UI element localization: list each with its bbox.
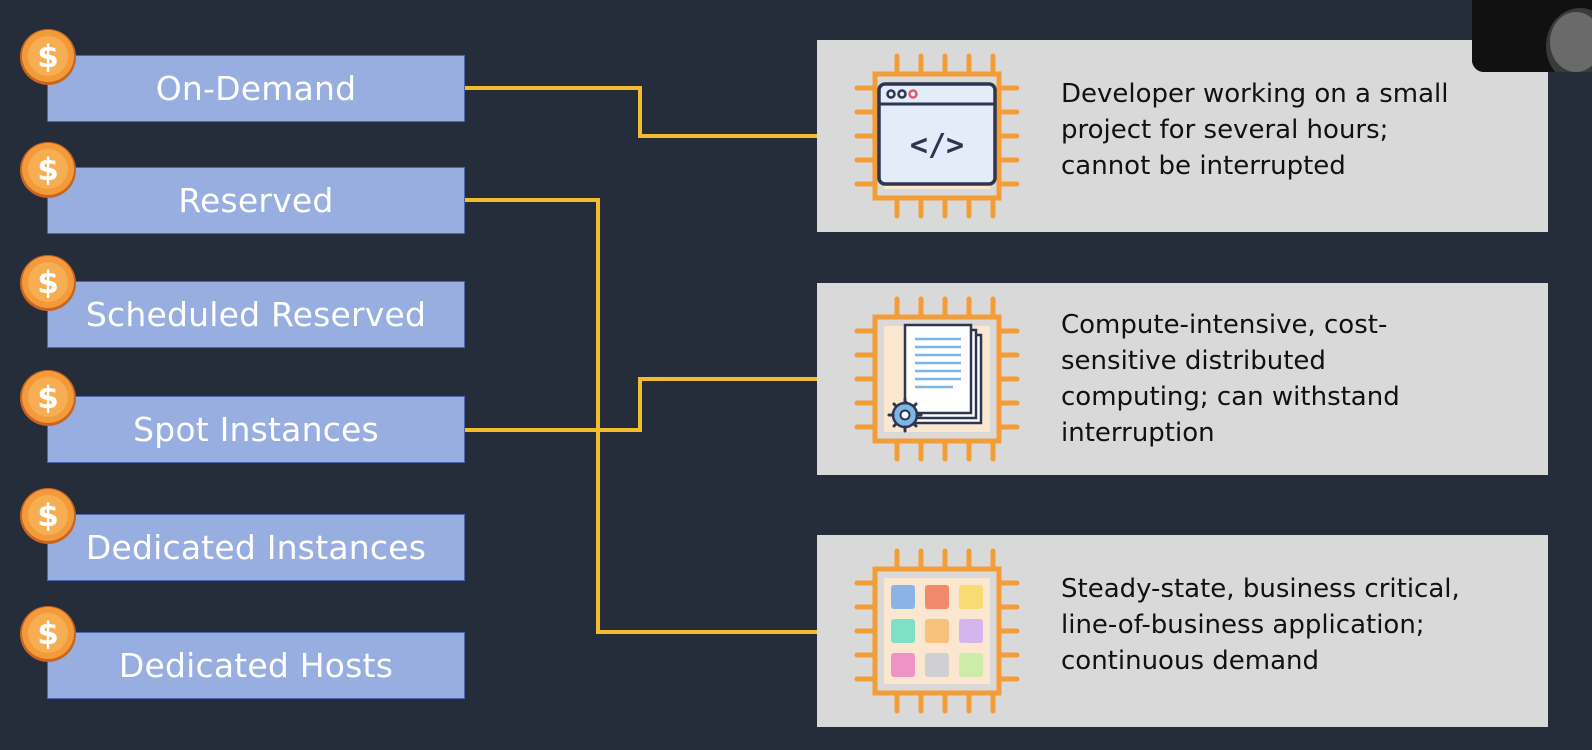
option-dedicated-hosts: Dedicated Hosts bbox=[47, 632, 465, 699]
svg-text:$: $ bbox=[37, 39, 59, 75]
use-case-steady-state: Steady-state, business critical, line-of… bbox=[817, 535, 1548, 727]
svg-text:</>: </> bbox=[910, 128, 964, 163]
description-line: Compute-intensive, cost- bbox=[1061, 310, 1388, 340]
option-on-demand: On-Demand bbox=[47, 55, 465, 122]
svg-text:$: $ bbox=[37, 265, 59, 301]
svg-text:$: $ bbox=[37, 616, 59, 652]
option-label: On-Demand bbox=[155, 69, 357, 108]
svg-text:$: $ bbox=[37, 380, 59, 416]
dollar-coin-icon: $ bbox=[20, 370, 76, 426]
option-label: Spot Instances bbox=[133, 410, 379, 449]
document-chip-icon bbox=[854, 296, 1020, 462]
use-case-description: Steady-state, business critical, line-of… bbox=[1061, 571, 1528, 679]
connector-reserved bbox=[465, 198, 817, 634]
presenter-webcam-overlay bbox=[1472, 0, 1592, 72]
presenter-silhouette-icon bbox=[1472, 0, 1592, 72]
use-case-description: Compute-intensive, cost- sensitive distr… bbox=[1061, 307, 1528, 451]
option-reserved: Reserved bbox=[47, 167, 465, 234]
description-line: sensitive distributed bbox=[1061, 346, 1326, 376]
description-line: project for several hours; bbox=[1061, 115, 1389, 145]
dollar-coin-icon: $ bbox=[20, 142, 76, 198]
dollar-coin-icon: $ bbox=[20, 606, 76, 662]
description-line: cannot be interrupted bbox=[1061, 151, 1346, 181]
svg-text:$: $ bbox=[37, 498, 59, 534]
use-case-developer: </> Developer working on a small project… bbox=[817, 40, 1548, 232]
description-line: line-of-business application; bbox=[1061, 610, 1425, 640]
option-label: Reserved bbox=[178, 181, 334, 220]
option-scheduled-reserved: Scheduled Reserved bbox=[47, 281, 465, 348]
option-label: Scheduled Reserved bbox=[85, 295, 427, 334]
option-dedicated-instances: Dedicated Instances bbox=[47, 514, 465, 581]
option-spot-instances: Spot Instances bbox=[47, 396, 465, 463]
use-case-distributed-computing: Compute-intensive, cost- sensitive distr… bbox=[817, 283, 1548, 475]
app-grid-chip-icon bbox=[854, 548, 1020, 714]
option-label: Dedicated Instances bbox=[85, 528, 427, 567]
connector-on-demand bbox=[465, 86, 817, 138]
description-line: computing; can withstand bbox=[1061, 382, 1400, 412]
use-case-description: Developer working on a small project for… bbox=[1061, 76, 1528, 184]
dollar-coin-icon: $ bbox=[20, 255, 76, 311]
description-line: continuous demand bbox=[1061, 646, 1319, 676]
option-label: Dedicated Hosts bbox=[118, 646, 394, 685]
description-line: Developer working on a small bbox=[1061, 79, 1449, 109]
dollar-coin-icon: $ bbox=[20, 488, 76, 544]
connector-spot-instances bbox=[465, 377, 817, 432]
description-line: interruption bbox=[1061, 418, 1215, 448]
description-line: Steady-state, business critical, bbox=[1061, 574, 1460, 604]
dollar-coin-icon: $ bbox=[20, 29, 76, 85]
code-window-chip-icon: </> bbox=[854, 53, 1020, 219]
svg-text:$: $ bbox=[37, 152, 59, 188]
